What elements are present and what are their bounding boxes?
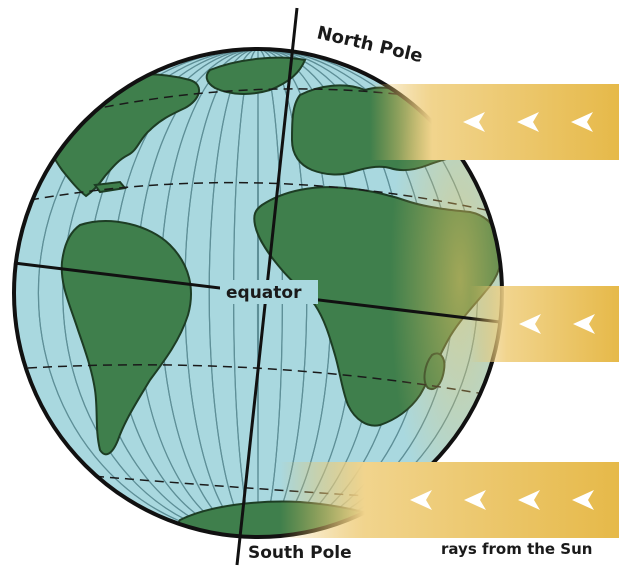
- ray-band-middle: [470, 286, 619, 362]
- ray-arrow-icon: [518, 490, 540, 510]
- ray-band-bottom: [280, 462, 619, 538]
- equator-label: equator: [226, 283, 302, 303]
- sun-rays: [280, 84, 619, 538]
- ray-arrow-icon: [464, 490, 486, 510]
- ray-arrow-icon: [573, 314, 595, 334]
- ray-arrow-icon: [519, 314, 541, 334]
- equator-label-bg: [220, 280, 318, 304]
- greenland: [205, 56, 307, 95]
- rays-label: rays from the Sun: [441, 540, 592, 558]
- ray-band-top: [370, 84, 619, 160]
- south-pole-label: South Pole: [248, 543, 352, 563]
- ray-arrow-icon: [571, 112, 593, 132]
- ray-arrow-icon: [572, 490, 594, 510]
- ray-arrow-icon: [410, 490, 432, 510]
- ray-arrow-icon: [463, 112, 485, 132]
- arctic-circle: [89, 88, 431, 111]
- ray-arrow-icon: [517, 112, 539, 132]
- antarctic-circle: [79, 474, 436, 501]
- tropic-of-cancer: [29, 181, 496, 213]
